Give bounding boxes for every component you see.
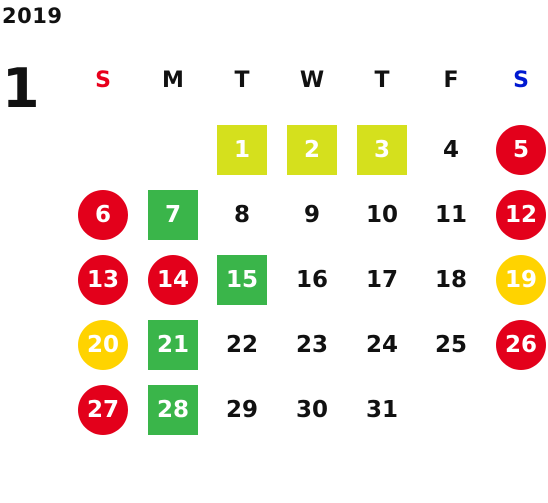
weekday-header: W bbox=[299, 68, 325, 93]
day-cell[interactable]: 21 bbox=[148, 320, 198, 370]
day-cell[interactable]: 17 bbox=[365, 267, 398, 293]
day-cell[interactable]: 4 bbox=[442, 137, 459, 163]
day-cell[interactable]: 6 bbox=[78, 190, 128, 240]
day-cell[interactable]: 9 bbox=[303, 202, 320, 228]
day-cell[interactable]: 8 bbox=[233, 202, 250, 228]
calendar-month: 1 bbox=[2, 57, 40, 120]
weekday-header: M bbox=[162, 68, 184, 93]
day-cell[interactable]: 3 bbox=[357, 125, 407, 175]
weekday-header: S bbox=[95, 68, 111, 93]
calendar-year: 2019 bbox=[2, 4, 63, 28]
day-cell[interactable]: 14 bbox=[148, 255, 198, 305]
day-cell[interactable]: 28 bbox=[148, 385, 198, 435]
day-cell[interactable]: 11 bbox=[434, 202, 467, 228]
day-cell[interactable]: 16 bbox=[295, 267, 328, 293]
day-cell[interactable]: 31 bbox=[365, 397, 398, 423]
day-cell[interactable]: 26 bbox=[496, 320, 546, 370]
day-cell[interactable]: 27 bbox=[78, 385, 128, 435]
weekday-header: T bbox=[374, 68, 390, 93]
weekday-header: F bbox=[443, 68, 459, 93]
day-cell[interactable]: 1 bbox=[217, 125, 267, 175]
day-cell[interactable]: 10 bbox=[365, 202, 398, 228]
day-cell[interactable]: 23 bbox=[295, 332, 328, 358]
day-cell[interactable]: 19 bbox=[496, 255, 546, 305]
day-cell[interactable]: 2 bbox=[287, 125, 337, 175]
day-cell[interactable]: 15 bbox=[217, 255, 267, 305]
day-cell[interactable]: 12 bbox=[496, 190, 546, 240]
day-cell[interactable]: 13 bbox=[78, 255, 128, 305]
day-cell[interactable]: 24 bbox=[365, 332, 398, 358]
day-cell[interactable]: 20 bbox=[78, 320, 128, 370]
weekday-header: S bbox=[513, 68, 529, 93]
day-cell[interactable]: 25 bbox=[434, 332, 467, 358]
day-cell[interactable]: 22 bbox=[225, 332, 258, 358]
day-cell[interactable]: 29 bbox=[225, 397, 258, 423]
day-cell[interactable]: 5 bbox=[496, 125, 546, 175]
day-cell[interactable]: 30 bbox=[295, 397, 328, 423]
day-cell[interactable]: 18 bbox=[434, 267, 467, 293]
day-cell[interactable]: 7 bbox=[148, 190, 198, 240]
weekday-header: T bbox=[234, 68, 250, 93]
